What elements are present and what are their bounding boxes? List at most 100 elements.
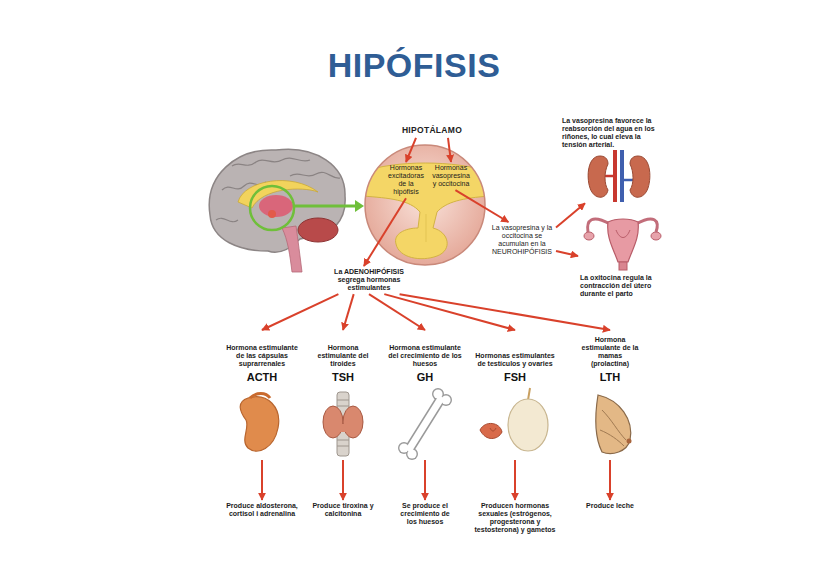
hormone-abbreviation: GH: [417, 371, 434, 384]
uterus-illustration-part: [616, 230, 630, 238]
zoom-arrow: [294, 200, 364, 212]
effect-note: La vasopresina favorece la reabsorción d…: [560, 115, 660, 203]
gonad-illustration-part: [508, 399, 548, 451]
gonad-illustration-part: [490, 428, 496, 431]
bone-illustration-part: [433, 389, 442, 398]
uterus-illustration-part: [608, 219, 639, 262]
hormone-arrow: [400, 294, 610, 330]
zoom-arrow-part: [294, 205, 356, 208]
thyroid-illustration-part: [337, 440, 349, 441]
brain-illustration-part: [209, 149, 345, 252]
kidneys-illustration-part: [622, 179, 634, 182]
result-note: Producen hormonas sexuales (estrógenos, …: [470, 500, 560, 536]
brain-illustration-part: [290, 172, 340, 178]
brain-illustration-part: [268, 210, 276, 218]
uterus-illustration-part: [636, 219, 657, 232]
result-note: Produce leche: [580, 500, 640, 512]
thyroid-illustration-part: [323, 406, 343, 438]
kidneys-illustration-part: [604, 175, 615, 178]
gonad-illustration-part: [480, 423, 502, 438]
hormone-abbreviation: ACTH: [247, 371, 278, 384]
node-text: Hormonas vasopresina y occitocina: [431, 164, 471, 188]
hormone-name: Hormona estimulante del crecimiento de l…: [386, 344, 464, 368]
gonad-illustration: [480, 388, 548, 451]
bone-illustration-part: [399, 443, 408, 452]
page-title: HIPÓFISIS: [0, 46, 828, 85]
hormone-arrow: [424, 460, 426, 500]
bone-illustration-part: [410, 400, 440, 448]
result-note: Produce aldosterona, cortisol i adrenali…: [222, 500, 302, 520]
node-text: Produce aldosterona, cortisol i adrenali…: [224, 502, 300, 518]
uterus-illustration-part: [588, 219, 610, 232]
node-text: Produce leche: [582, 502, 638, 510]
node-text: Se produce el crecimiento de los huesos: [395, 502, 455, 526]
adrenal-illustration-part: [250, 394, 270, 399]
bone-illustration: [398, 388, 452, 460]
brain-illustration-part: [259, 195, 293, 217]
hormone-name: Hormona estimulante de la mamas (prolact…: [580, 336, 640, 368]
brain-illustration-part: [250, 186, 294, 230]
hormone-arrow: [261, 460, 263, 500]
magnified-pituitary-part: [365, 145, 485, 265]
bone-illustration-part: [407, 449, 416, 458]
hormone-arrow: [384, 294, 515, 330]
brain-illustration: [209, 149, 345, 272]
uterus-illustration-part: [651, 232, 661, 240]
kidneys-illustration: [588, 150, 650, 202]
brain-illustration-part: [216, 218, 238, 221]
hormone-box: Hormona estimulante de la mamas (prolact…: [578, 330, 642, 460]
hormone-arrow: [262, 294, 338, 330]
hormone-box: Hormona estimulante del crecimiento de l…: [384, 330, 466, 460]
thyroid-illustration-part: [337, 446, 349, 447]
bone-illustration-part: [410, 400, 440, 448]
node-text: La vasopresina favorece la reabsorción d…: [562, 117, 658, 149]
lobe-label: La ADENOHIPÓFISIS segrega hormonas estim…: [318, 266, 420, 294]
uterus-illustration-part: [619, 262, 627, 270]
brain-illustration-part: [282, 226, 302, 272]
thyroid-illustration: [323, 392, 363, 456]
node-text: Producen hormonas sexuales (estrógenos, …: [472, 502, 558, 534]
result-note: Produce tiroxina y calcitonina: [308, 500, 378, 520]
thyroid-illustration-part: [337, 392, 349, 456]
hormone-arrow: [369, 294, 425, 330]
hormone-note: Hormonas vasopresina y occitocina: [429, 162, 473, 190]
breast-illustration-part: [596, 395, 631, 454]
hormone-name: Hormonas estimulantes de testículos y ov…: [471, 352, 559, 368]
hormone-box: Hormonas estimulantes de testículos y ov…: [469, 330, 561, 460]
hormone-arrow: [556, 203, 585, 227]
bone-illustration-part: [441, 395, 450, 404]
kidneys-illustration-part: [620, 150, 624, 202]
breast-illustration-part: [602, 410, 626, 440]
hormone-abbreviation: FSH: [504, 371, 526, 384]
adrenal-illustration: [240, 394, 278, 452]
hormone-arrow: [448, 138, 451, 162]
node-text: La oxitocina regula la contracción del ú…: [580, 274, 660, 298]
hormone-arrow: [364, 198, 406, 266]
breast-illustration-part: [627, 439, 632, 444]
uterus-illustration-part: [584, 232, 594, 240]
lobe-label: La vasopresina y la occitocina se acumul…: [488, 222, 556, 258]
hormone-name: Hormona estimulante de las cápsulas supr…: [224, 344, 300, 368]
hormone-arrow: [406, 138, 416, 162]
hormone-arrow: [343, 294, 354, 330]
hormone-abbreviation: LTH: [600, 371, 621, 384]
adrenal-illustration-part: [240, 397, 278, 451]
node-text: La vasopresina y la occitocina se acumul…: [490, 224, 554, 256]
effect-note: La oxitocina regula la contracción del ú…: [578, 212, 662, 300]
magnified-pituitary: [362, 145, 490, 265]
node-text: HIPOTÁLAMO: [394, 126, 470, 136]
hormone-name: Hormona estimulante del tiroides: [314, 344, 372, 368]
region-label: HIPOTÁLAMO: [392, 124, 472, 138]
thyroid-illustration-part: [337, 400, 349, 401]
hormone-arrow: [514, 460, 516, 500]
brain-illustration-part: [232, 158, 310, 166]
node-text: Produce tiroxina y calcitonina: [310, 502, 376, 518]
thyroid-illustration-part: [343, 406, 363, 438]
hormone-abbreviation: TSH: [332, 371, 354, 384]
magnified-pituitary-part-part: [426, 214, 427, 242]
kidneys-illustration-part: [630, 156, 650, 197]
breast-illustration: [596, 395, 632, 454]
thyroid-illustration-part: [337, 406, 349, 407]
hormone-arrow: [609, 460, 611, 500]
